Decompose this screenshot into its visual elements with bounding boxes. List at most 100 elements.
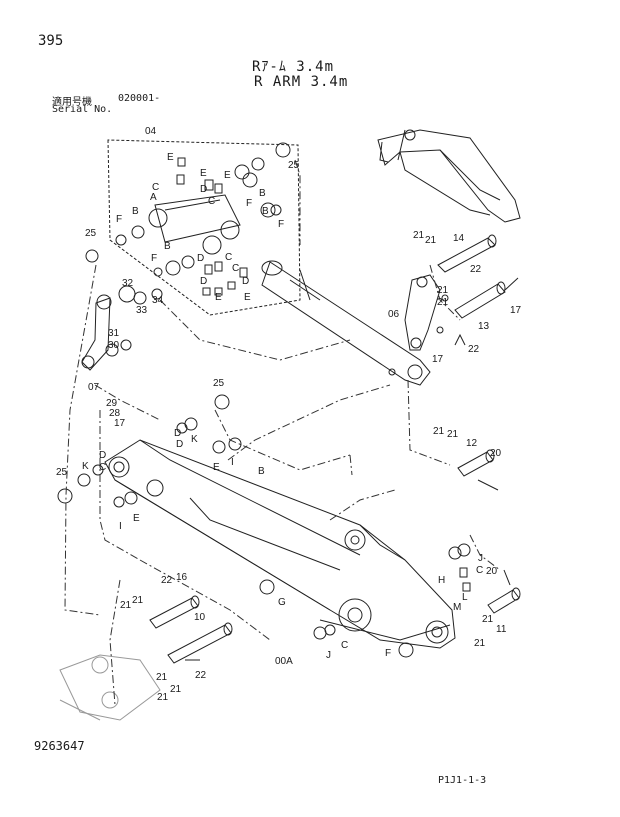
callout-c6: C (341, 640, 348, 651)
callout-33: 33 (136, 305, 148, 316)
bushing-group-box (107, 139, 301, 316)
callout-e7: E (133, 513, 140, 524)
bucket-linkage-ghost (59, 654, 161, 721)
callout-b2: B (259, 188, 266, 199)
callout-17b: 17 (432, 354, 444, 365)
callout-21b: 21 (425, 235, 437, 246)
callout-d2: D (197, 253, 204, 264)
callout-e2: E (200, 168, 207, 179)
callout-c3: C (232, 263, 239, 274)
callout-25d: 25 (56, 467, 68, 478)
pin-14 (437, 234, 497, 273)
callout-e3: E (224, 170, 231, 181)
callout-34: 34 (152, 295, 164, 306)
callout-b5: B (258, 466, 265, 477)
pin-11 (487, 569, 521, 614)
callout-j1: J (478, 553, 483, 564)
callout-31: 31 (108, 328, 120, 339)
callout-c2: C (225, 252, 232, 263)
bushing-group-parts (115, 157, 282, 296)
callout-f2: F (278, 219, 284, 230)
callout-b1: B (132, 206, 139, 217)
callout-i2: I (119, 521, 122, 532)
arm-body (104, 439, 456, 649)
callout-29: 29 (106, 398, 118, 409)
callout-25c: 25 (213, 378, 225, 389)
callout-22c: 22 (161, 575, 173, 586)
callout-e4: E (215, 292, 222, 303)
callout-f4: F (385, 648, 391, 659)
callout-d7: D (99, 450, 106, 461)
callout-d5: D (174, 428, 181, 439)
callout-21m: 21 (157, 692, 169, 703)
callout-22a: 22 (470, 264, 482, 275)
callout-h: H (438, 575, 445, 586)
arm-cylinder (261, 260, 431, 386)
callout-21f: 21 (447, 429, 459, 440)
callout-21i: 21 (120, 600, 132, 611)
link-07 (81, 285, 163, 371)
callout-16: 16 (176, 572, 188, 583)
callout-07: 07 (88, 382, 100, 393)
pin-13 (454, 277, 519, 346)
callout-k1: K (191, 434, 198, 445)
callout-f-top: F (246, 198, 252, 209)
callout-c5: C (476, 565, 483, 576)
pin-10 (167, 622, 233, 664)
page-title-jp: Rｱ-ﾑ 3.4m (252, 59, 335, 75)
callout-32: 32 (122, 278, 134, 289)
link-06 (404, 274, 449, 351)
callout-12: 12 (466, 438, 478, 449)
callout-21j: 21 (132, 595, 144, 606)
callout-21g: 21 (482, 614, 494, 625)
callout-j2: J (326, 650, 331, 661)
callout-c-top: C (208, 196, 215, 207)
pin-12 (457, 449, 499, 491)
boom-outline (377, 129, 521, 223)
callout-m: M (453, 602, 461, 613)
callout-25b: 25 (85, 228, 97, 239)
callout-06: 06 (388, 309, 400, 320)
callout-13: 13 (478, 321, 490, 332)
callout-21e: 21 (433, 426, 445, 437)
callout-14: 14 (453, 233, 465, 244)
serial-value: 020001- (118, 93, 161, 104)
pin-16 (149, 595, 200, 629)
page-number: 395 (38, 33, 64, 49)
callout-28: 28 (109, 408, 121, 419)
callout-21k: 21 (156, 672, 168, 683)
callout-17a: 17 (510, 305, 522, 316)
callout-10: 10 (194, 612, 206, 623)
callout-30: 30 (108, 340, 120, 351)
callout-i1: I (231, 457, 234, 468)
callout-b4: B (164, 241, 171, 252)
callout-21d: 21 (437, 297, 449, 308)
callout-a: A (150, 192, 157, 203)
page-title-en: R ARM 3.4m (254, 74, 349, 90)
callout-21c: 21 (437, 285, 449, 296)
callout-21a: 21 (413, 230, 425, 241)
callout-l: L (462, 592, 468, 603)
callout-e6: E (213, 462, 220, 473)
arm-bushings (57, 142, 471, 658)
callout-b3: B (262, 206, 269, 217)
callout-d-top: D (200, 184, 207, 195)
callout-d3: D (200, 276, 207, 287)
callout-22d: 22 (195, 670, 207, 681)
callout-d6: D (176, 439, 183, 450)
callout-04: 04 (145, 126, 157, 137)
callout-21h: 21 (474, 638, 486, 649)
callout-k2: K (82, 461, 89, 472)
callout-e5: E (244, 292, 251, 303)
leader-lines (64, 159, 501, 706)
callout-25a: 25 (288, 160, 300, 171)
callout-c4: C (99, 462, 106, 473)
callout-e-top: E (167, 152, 174, 163)
callout-21l: 21 (170, 684, 182, 695)
callout-22b: 22 (468, 344, 480, 355)
serial-label-jp: 適用号機 (52, 97, 92, 108)
callout-20b: 20 (486, 566, 498, 577)
callout-17c: 17 (114, 418, 126, 429)
callout-11: 11 (496, 624, 507, 635)
